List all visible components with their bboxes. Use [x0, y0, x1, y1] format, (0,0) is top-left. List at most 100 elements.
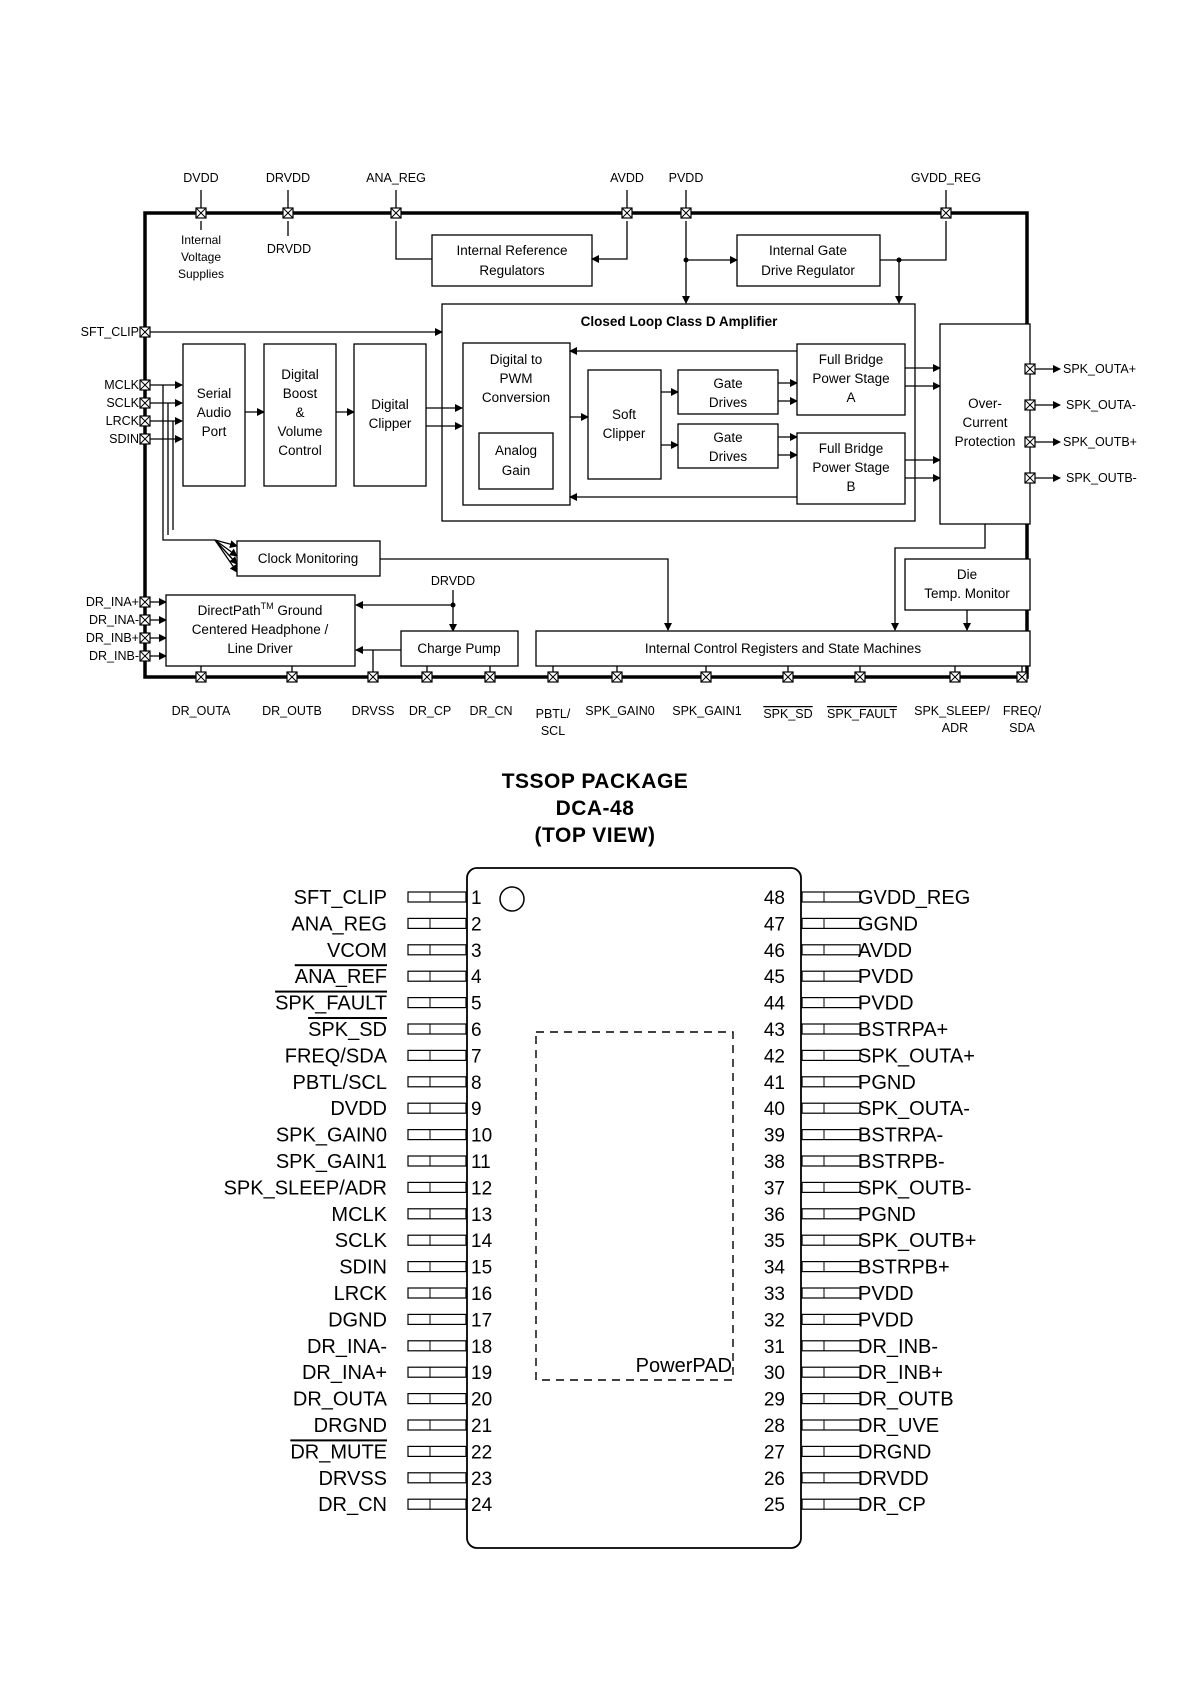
pin-name: DR_CN [318, 1494, 387, 1516]
pin-number: 17 [471, 1310, 492, 1331]
pin-name: PGND [858, 1072, 916, 1094]
pin-name: DR_UVE [858, 1415, 939, 1437]
svg-text:Digital: Digital [371, 397, 409, 412]
svg-text:Charge Pump: Charge Pump [417, 641, 500, 656]
pin-number: 1 [471, 888, 482, 909]
gate-drives-b [677, 423, 779, 469]
left-pin-dr-inb-pos: DR_INB+ [86, 631, 139, 645]
gate-drives-a [677, 369, 779, 415]
pin-number: 18 [471, 1337, 492, 1358]
pin-number: 29 [764, 1390, 785, 1411]
pin-name: DR_CP [858, 1494, 926, 1516]
pin-right: SPK_OUTB-37 [764, 1177, 972, 1199]
bottom-pin-spk-sleep: SPK_SLEEP/ [914, 704, 990, 718]
bottom-pin-spk-sd: SPK_SD [763, 707, 812, 721]
svg-text:Audio: Audio [197, 405, 232, 420]
pin-pad-icon [282, 207, 294, 219]
analog-gain [478, 432, 554, 490]
pin-number: 35 [764, 1231, 785, 1252]
bottom-pin-spk-gain1: SPK_GAIN1 [672, 704, 742, 718]
pin-name: BSTRPA- [858, 1125, 943, 1147]
pin-number: 10 [471, 1126, 492, 1147]
pin-name: DRGND [314, 1415, 387, 1437]
pin-name: GVDD_REG [858, 887, 970, 909]
pin-name: DRVSS [318, 1468, 387, 1490]
left-pin-sclk: SCLK [106, 396, 139, 410]
pin-pad-icon [854, 671, 866, 683]
pin-name: SFT_CLIP [294, 887, 387, 909]
package-title-2: DCA-48 [555, 797, 635, 820]
pin-pad-icon [195, 207, 207, 219]
pin-pad-icon [700, 671, 712, 683]
svg-text:Protection: Protection [955, 434, 1016, 449]
pin-number: 46 [764, 941, 785, 962]
svg-text:DirectPathTM Ground: DirectPathTM Ground [198, 601, 323, 618]
svg-text:Line Driver: Line Driver [227, 641, 293, 656]
pin-number: 13 [471, 1205, 492, 1226]
drvdd-internal-label: DRVDD [267, 242, 311, 256]
svg-text:Analog: Analog [495, 443, 537, 458]
svg-text:Voltage: Voltage [181, 250, 221, 264]
pin-pad-icon [139, 397, 151, 409]
pin-left: DR_INA-18 [307, 1336, 492, 1358]
svg-text:Power Stage: Power Stage [812, 460, 889, 475]
package-title-1: TSSOP PACKAGE [501, 770, 689, 793]
pin-name: SPK_OUTA+ [858, 1045, 975, 1067]
bottom-pin-scl: SCL [541, 724, 565, 738]
svg-text:Clipper: Clipper [603, 426, 646, 441]
svg-text:Drive Regulator: Drive Regulator [761, 263, 855, 278]
pin-pad-icon [139, 614, 151, 626]
pin-pad-icon [1016, 671, 1028, 683]
pin-pad-icon [390, 207, 402, 219]
pin-pad-icon [621, 207, 633, 219]
pin-name: SCLK [335, 1230, 388, 1252]
pin-name: ANA_REG [291, 913, 387, 935]
pin-name: ANA_REF [295, 966, 387, 988]
left-pin-dr-ina-pos: DR_INA+ [86, 595, 139, 609]
svg-text:Over-: Over- [968, 396, 1002, 411]
charge-pump [400, 630, 519, 667]
left-pin-dr-inb-neg: DR_INB- [89, 649, 139, 663]
pin-number: 34 [764, 1258, 786, 1279]
pin-number: 21 [471, 1416, 492, 1437]
pin-pad-icon [547, 671, 559, 683]
pin-pad-icon [949, 671, 961, 683]
pin-number: 39 [764, 1126, 785, 1147]
left-pin-sdin: SDIN [109, 432, 139, 446]
pin-name: SPK_SD [308, 1019, 387, 1041]
pin-name: AVDD [858, 940, 912, 962]
pin-number: 30 [764, 1363, 785, 1384]
bottom-pin-dr-cp: DR_CP [409, 704, 451, 718]
pin-name: DR_MUTE [290, 1441, 387, 1463]
pin-pad-icon [139, 415, 151, 427]
pin-pad-icon [1024, 399, 1036, 411]
svg-text:Supplies: Supplies [178, 267, 224, 281]
pin-number: 12 [471, 1178, 492, 1199]
svg-text:Clipper: Clipper [369, 416, 412, 431]
right-pin-spk-outa-pos: SPK_OUTA+ [1063, 362, 1136, 376]
svg-text:Soft: Soft [612, 407, 636, 422]
svg-text:Drives: Drives [709, 449, 748, 464]
bottom-pin-sda: SDA [1009, 721, 1035, 735]
pin-name: PVDD [858, 1283, 914, 1305]
powerpad-label: PowerPAD [636, 1355, 732, 1377]
bottom-pin-dr-outa: DR_OUTA [172, 704, 231, 718]
top-pin-avdd: AVDD [610, 171, 644, 185]
drvdd-charge-label: DRVDD [431, 574, 475, 588]
bottom-pin-dr-outb: DR_OUTB [262, 704, 322, 718]
svg-text:Current: Current [962, 415, 1007, 430]
